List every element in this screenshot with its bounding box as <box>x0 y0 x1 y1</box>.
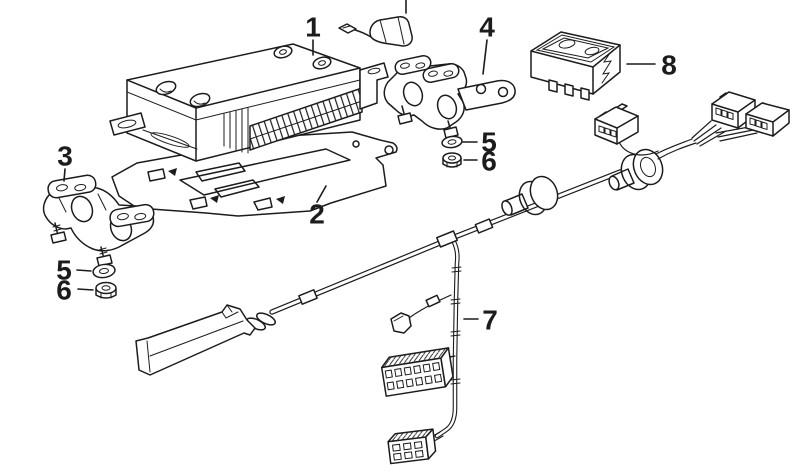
bundle-wires <box>655 120 758 160</box>
protective-boot <box>135 304 277 376</box>
callout-8: 8 <box>661 50 677 81</box>
bracket-center <box>383 54 516 139</box>
ecu-left-flange <box>109 112 198 150</box>
callout-6-left: 6 <box>56 275 72 306</box>
grommet-2 <box>608 148 664 191</box>
switch-rocker <box>541 37 610 59</box>
callout-5-left-leader <box>76 269 92 272</box>
ecu-cooling-fins <box>223 107 249 154</box>
callout-6-top: 6 <box>481 146 497 177</box>
cable-collars <box>298 218 494 305</box>
wiring-harness <box>135 91 790 465</box>
plate-edge-tabs <box>147 168 285 211</box>
connector-6pin <box>387 428 437 465</box>
nut-top <box>442 152 462 168</box>
callout-4: 4 <box>479 12 495 43</box>
ecu-top-bosses <box>273 45 332 70</box>
bracket-left-studs <box>50 222 113 267</box>
callout-5-top: 5 <box>481 127 497 158</box>
bracket-center-tab-1 <box>394 54 432 76</box>
callout-5-left: 5 <box>56 255 72 286</box>
branch-segment-ticks <box>450 266 462 385</box>
retaining-clip <box>338 0 413 47</box>
bracket-left <box>42 174 155 267</box>
ecu-right-flange <box>359 62 389 110</box>
connector-12pin <box>380 347 454 397</box>
callout-1: 1 <box>305 12 321 43</box>
callout-3-leader <box>63 168 66 182</box>
bracket-center-tab-2 <box>422 62 460 84</box>
callout-2-leader <box>316 185 327 203</box>
mounting-plate <box>111 131 398 217</box>
connector-small-4pin <box>594 103 659 156</box>
nut-left <box>95 281 117 299</box>
ecu-module <box>109 43 389 162</box>
spade-terminal <box>390 294 452 334</box>
washer-top <box>441 135 463 149</box>
rocker-switch <box>530 31 621 101</box>
callout-3: 3 <box>57 141 73 172</box>
callout-6-left-leader <box>77 288 94 291</box>
callout-2: 2 <box>309 199 325 230</box>
bracket-center-studs <box>397 105 459 139</box>
switch-symbol <box>601 52 612 84</box>
ecu-connector-grille <box>249 87 363 151</box>
connector-4pin <box>745 102 790 137</box>
ecu-hook-tabs <box>155 80 211 108</box>
bracket-left-tab-1 <box>47 174 97 199</box>
callouts: 1 2 3 4 5 6 5 6 7 8 <box>56 12 677 336</box>
callout-4-leader <box>482 39 488 75</box>
switch-pins <box>548 79 590 101</box>
grommet-1 <box>501 175 559 216</box>
washer-left <box>92 263 116 279</box>
bracket-left-tab-2 <box>109 203 155 228</box>
callout-7: 7 <box>482 305 498 336</box>
